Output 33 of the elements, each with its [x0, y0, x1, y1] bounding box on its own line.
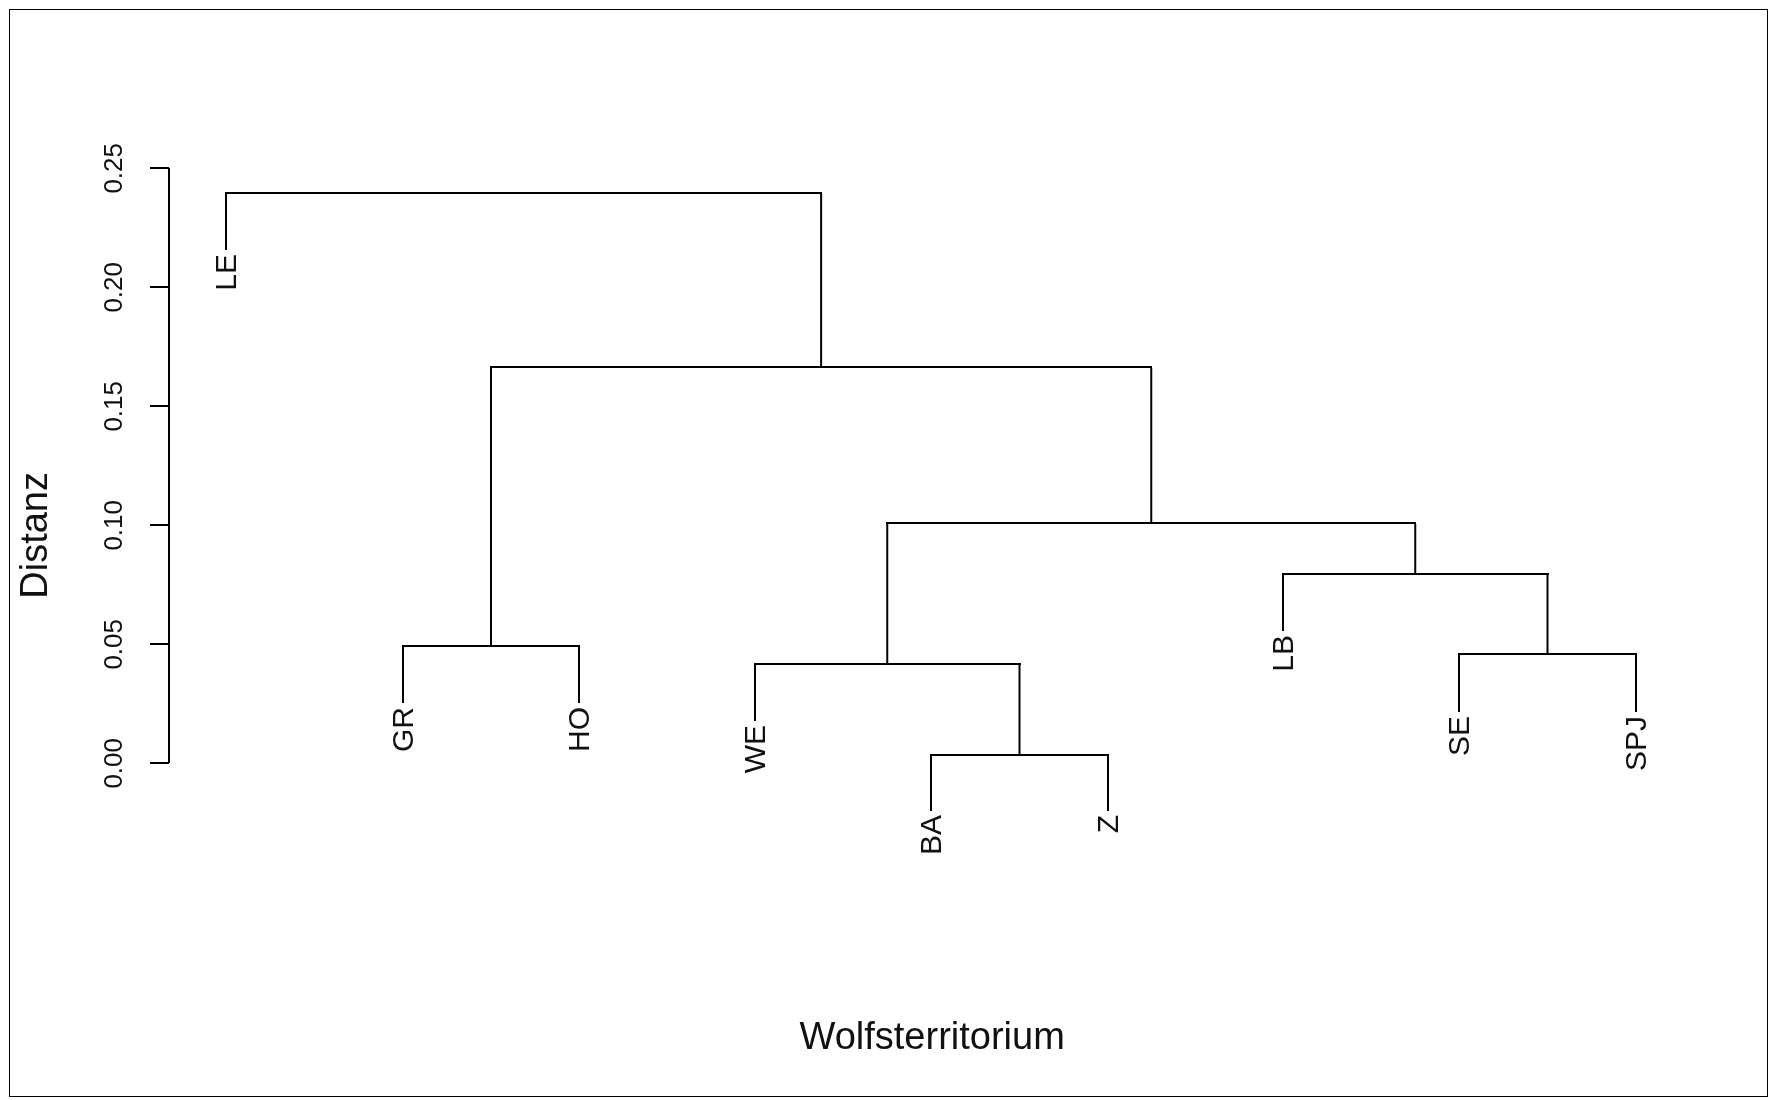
dendrogram-branch: [578, 646, 580, 704]
leaf-label: SE: [1444, 716, 1474, 757]
leaf-label: WE: [740, 725, 770, 774]
dendrogram-branch: [1282, 574, 1284, 632]
tick-label: 0.10: [100, 499, 126, 551]
leaf-label: GR: [388, 707, 418, 752]
axis-title: Distanz: [15, 471, 53, 599]
dendrogram-branch: [1458, 654, 1460, 713]
tick-label: 0.20: [100, 261, 126, 313]
leaf-label: SPJ: [1621, 716, 1651, 772]
leaf-label: LE: [211, 254, 241, 291]
leaf-label: BA: [916, 815, 946, 856]
axis-title: Wolfsterritorium: [799, 1014, 1065, 1058]
dendrogram-branch: [1107, 755, 1109, 812]
dendrogram-branch: [1150, 367, 1153, 523]
dendrogram-branch: [402, 646, 404, 704]
dendrogram-branch: [225, 193, 227, 251]
dendrogram-branch: [1635, 654, 1637, 713]
tick-label: 0.05: [100, 618, 126, 670]
dendrogram-branch: [1546, 574, 1549, 654]
dendrogram-branch: [1018, 664, 1021, 755]
leaf-label: HO: [564, 707, 594, 752]
dendrogram-branch: [886, 523, 889, 664]
dendrogram-branch: [820, 193, 823, 367]
leaf-label: Z: [1093, 815, 1123, 834]
tick-label: 0.25: [100, 142, 126, 194]
tick-label: 0.15: [100, 380, 126, 432]
dendrogram-branch: [1414, 523, 1417, 574]
dendrogram-branch: [490, 367, 492, 646]
tick-label: 0.00: [100, 737, 126, 789]
dendrogram-branch: [754, 664, 756, 722]
leaf-label: LB: [1268, 635, 1298, 672]
dendrogram-branch: [930, 755, 932, 812]
